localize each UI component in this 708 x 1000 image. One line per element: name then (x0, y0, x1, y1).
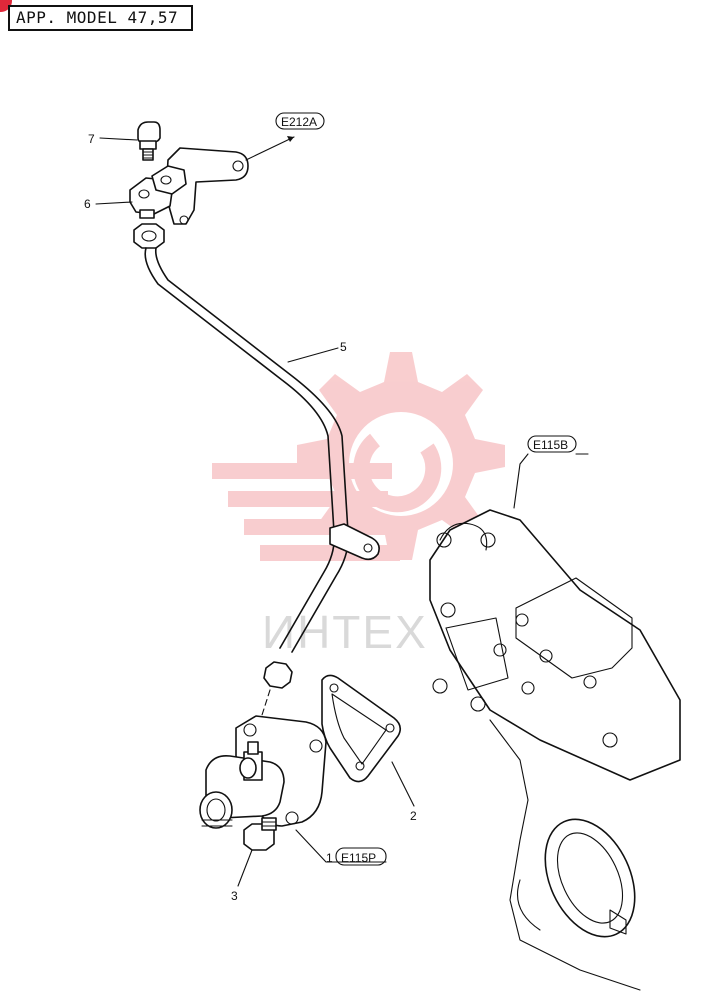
leader-1 (295, 829, 387, 863)
arrow-e212a (287, 136, 294, 142)
part-number-2: 2 (410, 809, 417, 823)
grease-nipple-part (137, 121, 161, 161)
oil-pipe-part (144, 247, 380, 689)
ref-e115b-label: E115B (533, 438, 568, 452)
leader-e212a (245, 136, 295, 161)
part-number-6: 6 (84, 197, 91, 211)
ref-e115p-label: E115P (341, 851, 376, 865)
ref-e115b-badge (527, 435, 577, 453)
leader-e115b (513, 453, 589, 509)
ref-e115p-badge (335, 847, 387, 866)
plug-bolt-part (243, 817, 277, 851)
ref-e212a-badge (275, 112, 325, 130)
leader-2 (391, 761, 415, 807)
model-label-box: APP. MODEL 47,57 (8, 5, 193, 31)
ref-e212a-label: E212A (281, 115, 317, 129)
part-number-5: 5 (340, 340, 347, 354)
gasket-part (321, 674, 402, 783)
watermark-text: ИНТЕХ (262, 606, 428, 658)
part-number-7: 7 (88, 132, 95, 146)
union-fitting-part (129, 147, 249, 249)
leader-5 (287, 347, 339, 363)
leader-7 (99, 137, 138, 141)
leader-6 (95, 201, 133, 205)
leader-3 (237, 849, 253, 887)
part-number-1: 1 (326, 851, 333, 865)
engine-block-part (429, 509, 681, 991)
part-number-3: 3 (231, 889, 238, 903)
filter-housing-part (199, 715, 327, 829)
